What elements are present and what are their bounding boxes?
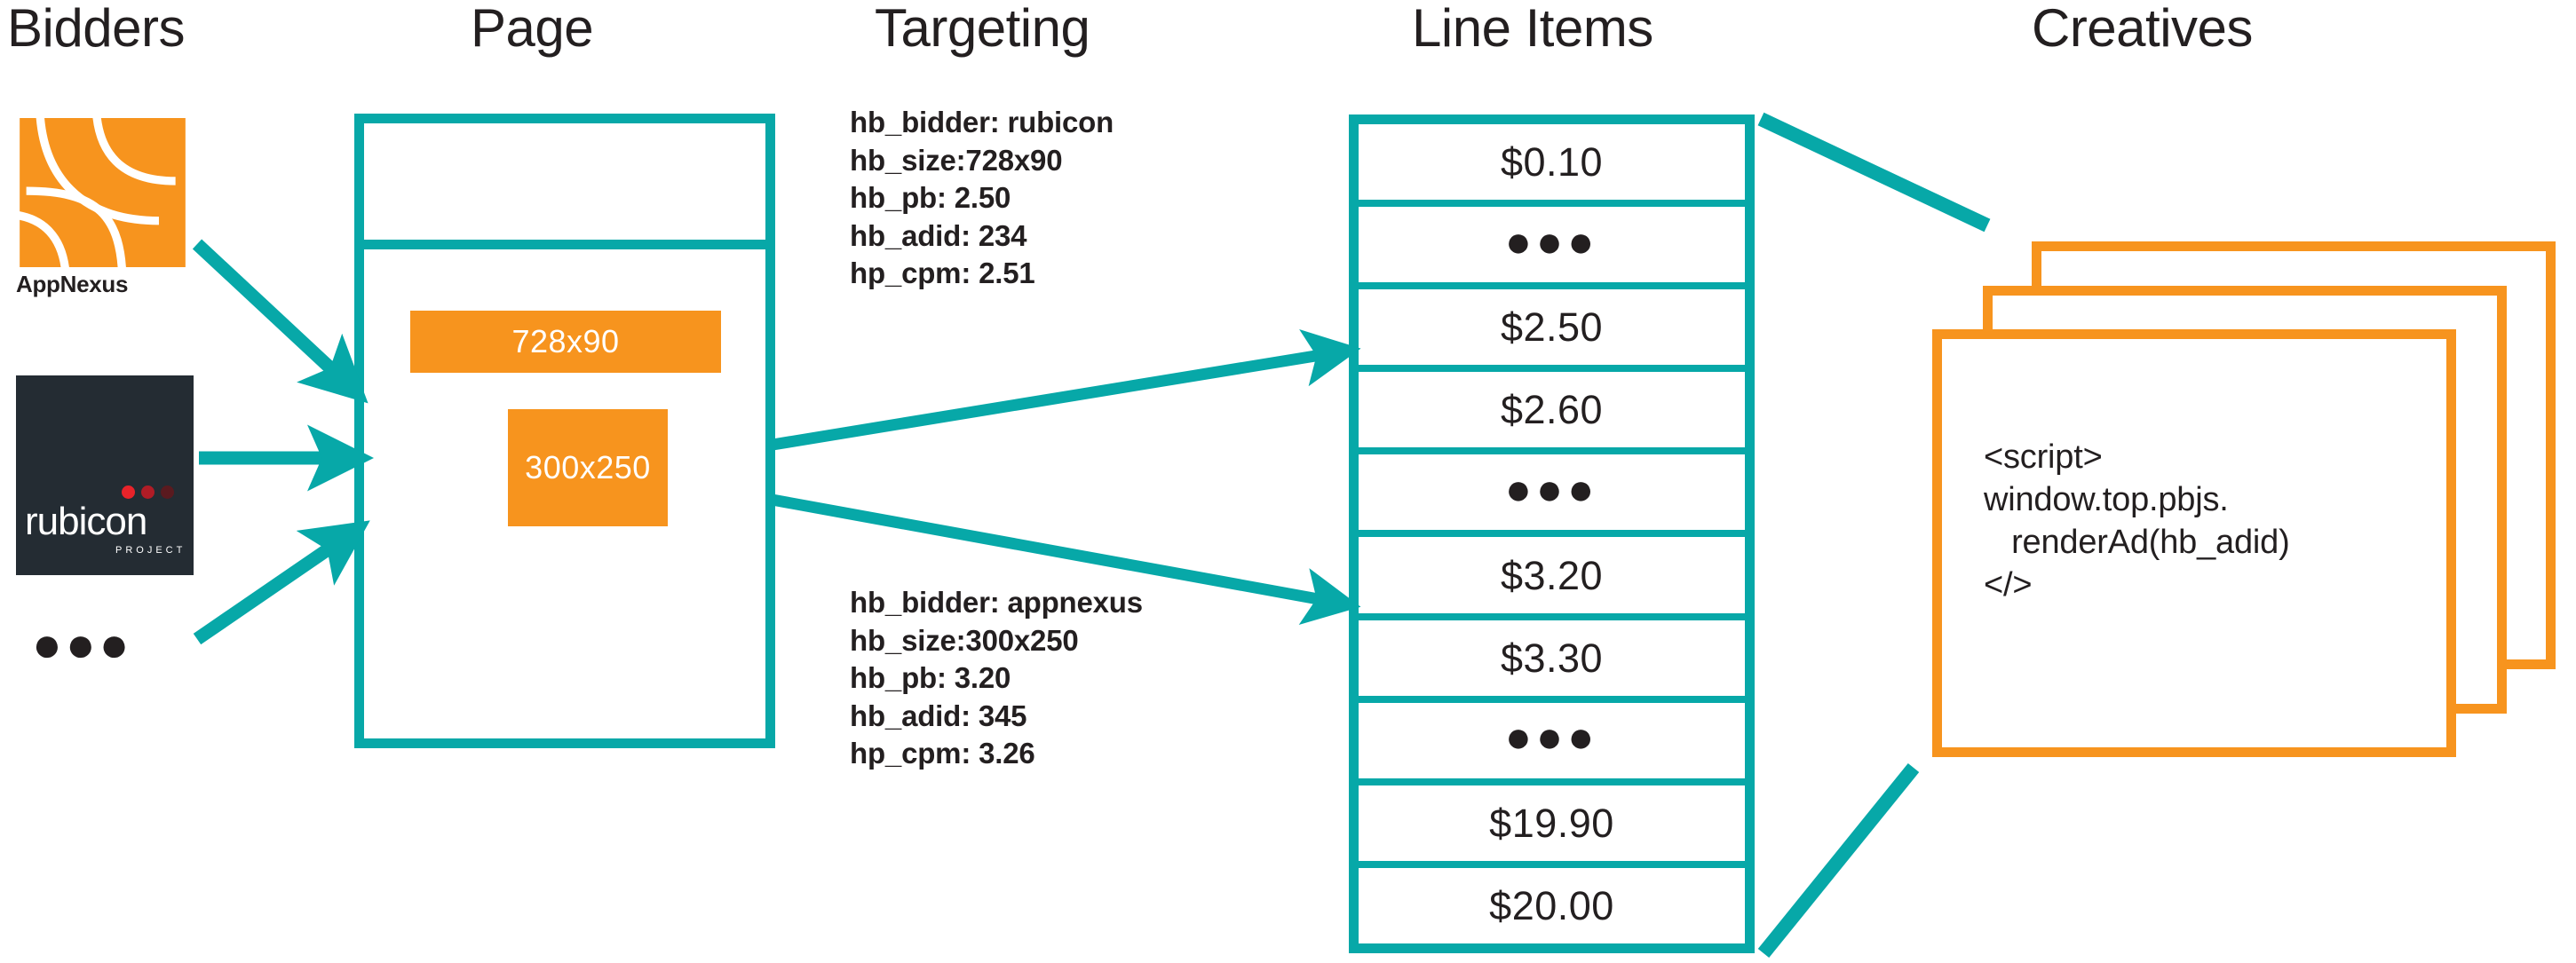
line-item-row[interactable]: $0.10 (1359, 124, 1745, 208)
connector-line-items-to-creatives-top (1757, 112, 1991, 233)
column-title-bidders: Bidders (7, 0, 185, 58)
column-title-page: Page (471, 0, 594, 58)
line-item-row[interactable]: ●●● (1359, 454, 1745, 538)
line-item-row[interactable]: $2.60 (1359, 372, 1745, 455)
line-item-row[interactable]: $3.30 (1359, 620, 1745, 703)
column-title-line-items: Line Items (1412, 0, 1653, 58)
line-item-value: $2.60 (1500, 387, 1604, 433)
line-item-row[interactable]: $20.00 (1359, 867, 1745, 943)
column-title-targeting: Targeting (875, 0, 1090, 58)
creative-code-snippet: <script> window.top.pbjs. renderAd(hb_ad… (1984, 438, 2290, 604)
ad-slot-300x250[interactable]: 300x250 (508, 409, 668, 526)
targeting-key-values-appnexus: hb_bidder: appnexus hb_size:300x250 hb_p… (850, 586, 1143, 770)
bidders-more-ellipsis: ●●● (32, 616, 133, 672)
line-item-row[interactable]: ●●● (1359, 207, 1745, 290)
appnexus-logo-icon (3, 101, 186, 284)
rubicon-sublabel: PROJECT (115, 545, 186, 556)
rubicon-project-logo-icon: rubicon PROJECT (16, 375, 194, 575)
arrow-more-bidders-to-page (193, 520, 370, 645)
line-item-value: $19.90 (1489, 800, 1614, 846)
ad-slot-728x90[interactable]: 728x90 (410, 311, 721, 373)
line-item-row[interactable]: ●●● (1359, 702, 1745, 785)
column-title-creatives: Creatives (2032, 0, 2253, 58)
line-item-value: $3.20 (1500, 552, 1604, 598)
arrow-page-728x90-to-line-item (765, 329, 1361, 452)
line-item-ellipsis: ●●● (1504, 216, 1599, 266)
rubicon-wordmark: rubicon (25, 500, 147, 543)
line-item-value: $2.50 (1500, 304, 1604, 351)
page-panel: 728x90 300x250 (354, 114, 775, 748)
line-item-value: $20.00 (1489, 882, 1614, 928)
line-items-panel: $0.10 ●●● $2.50 $2.60 ●●● $3.20 $3.30 ●●… (1349, 114, 1755, 953)
page-header-divider (364, 240, 765, 249)
line-item-row[interactable]: $19.90 (1359, 785, 1745, 868)
targeting-key-values-rubicon: hb_bidder: rubicon hb_size:728x90 hb_pb:… (850, 106, 1114, 290)
line-item-ellipsis: ●●● (1504, 463, 1599, 514)
appnexus-label: AppNexus (16, 271, 129, 297)
line-item-ellipsis: ●●● (1504, 712, 1599, 762)
line-item-row[interactable]: $3.20 (1359, 537, 1745, 620)
line-item-value: $0.10 (1500, 139, 1604, 185)
line-item-value: $3.30 (1500, 635, 1604, 681)
creative-card-front (1932, 329, 2456, 757)
connector-line-items-to-creatives-bottom (1757, 762, 1920, 959)
line-item-row[interactable]: $2.50 (1359, 289, 1745, 373)
arrow-appnexus-to-page (192, 239, 369, 404)
